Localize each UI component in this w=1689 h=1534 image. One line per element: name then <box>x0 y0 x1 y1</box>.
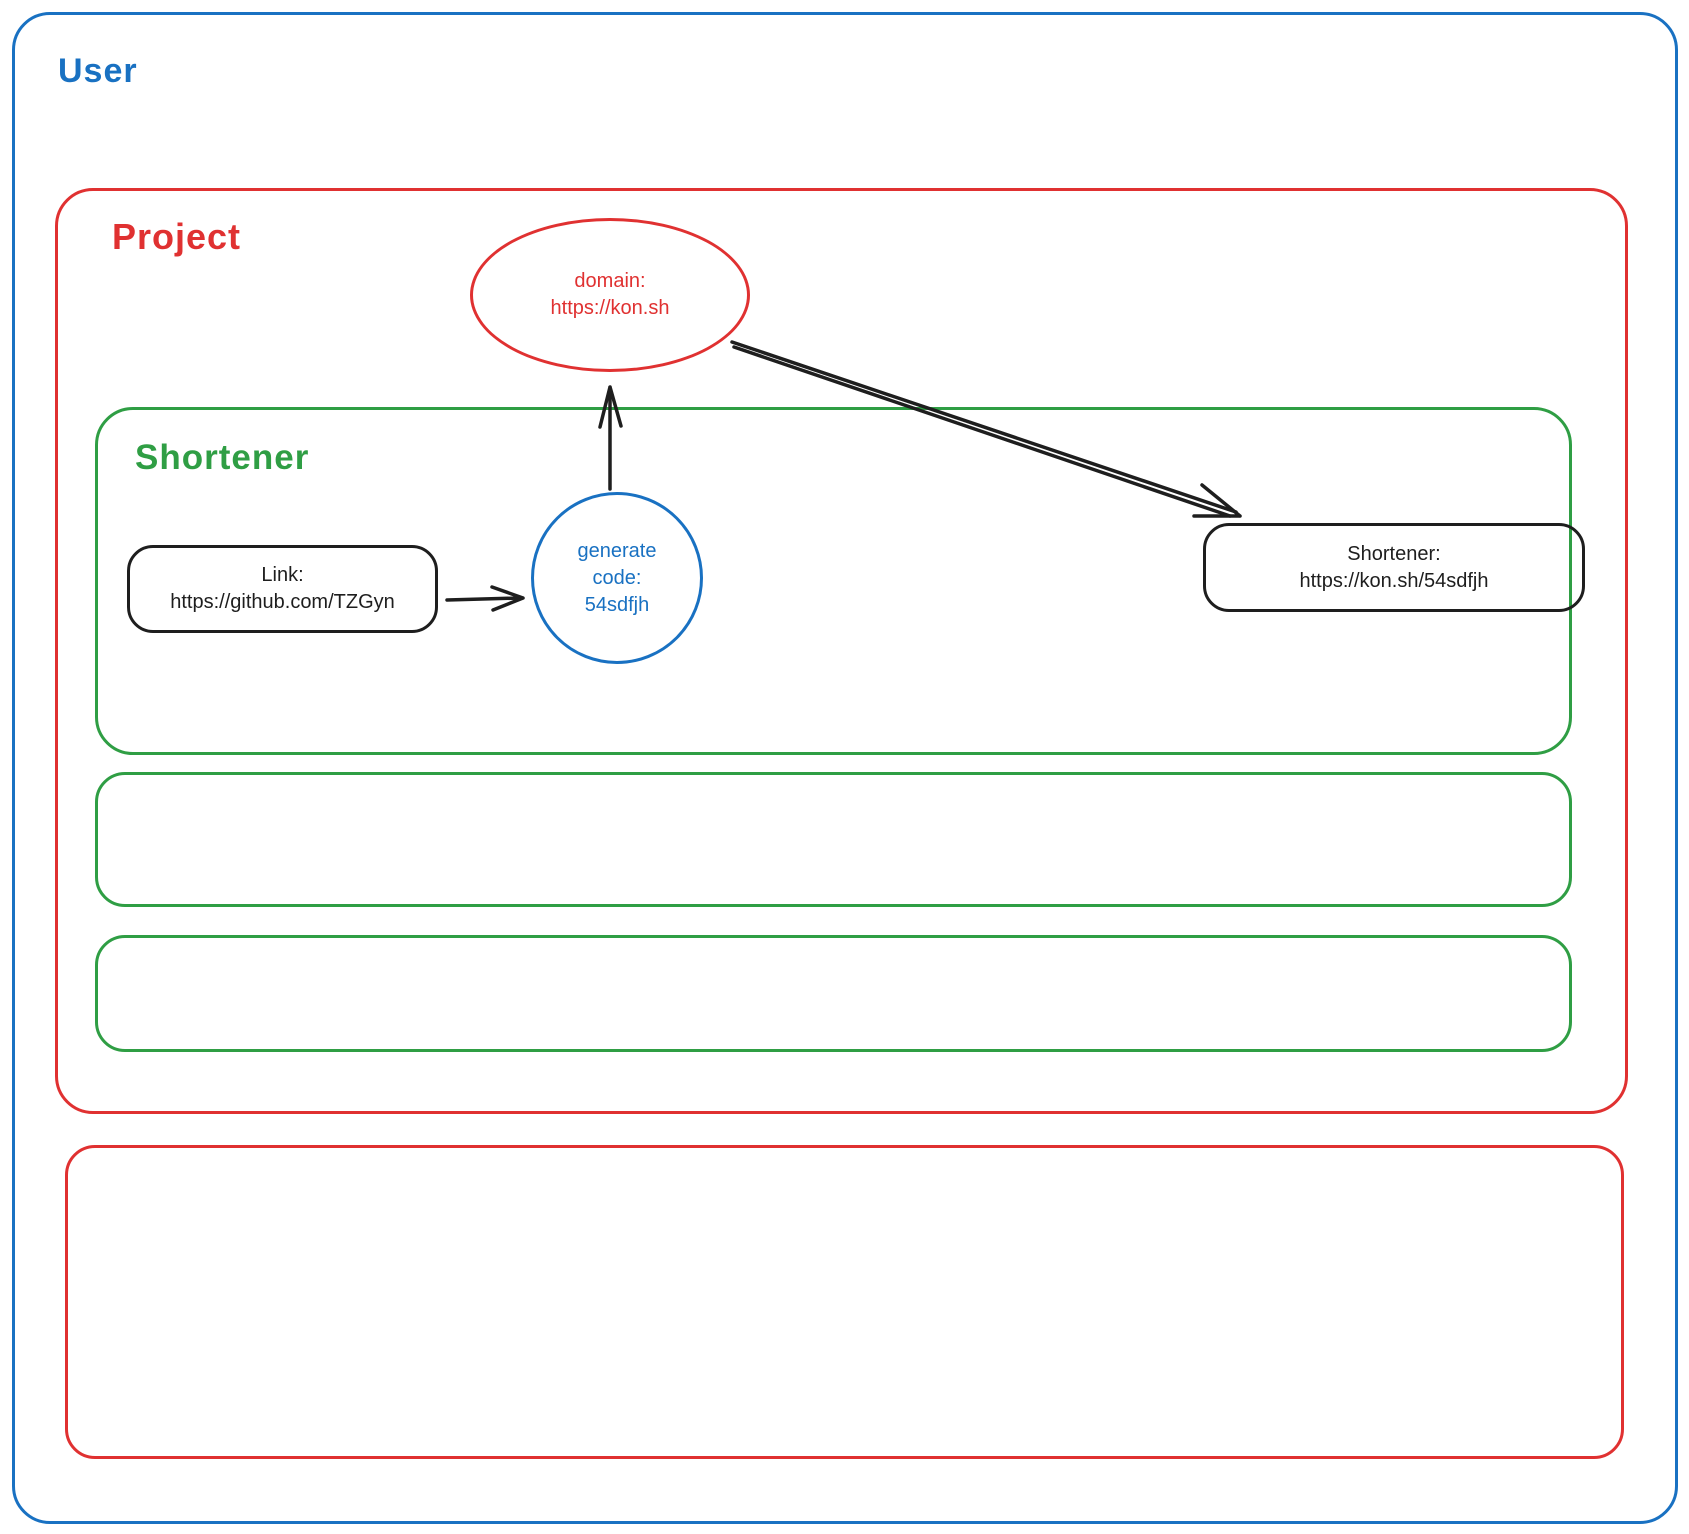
project-frame-label: Project <box>112 216 242 257</box>
shortener-result-line-1: Shortener: <box>1347 542 1441 565</box>
empty-green-row-2 <box>95 935 1572 1052</box>
shortener-result-line-2: https://kon.sh/54sdfjh <box>1299 569 1489 592</box>
link-line-2: https://github.com/TZGyn <box>170 591 395 613</box>
domain-line-1: domain: <box>574 270 646 292</box>
generate-code-line-3: 54sdfjh <box>584 593 650 616</box>
user-frame <box>12 12 1678 1524</box>
link-node: Link: https://github.com/TZGyn <box>127 545 438 633</box>
generate-code-node: generate code: 54sdfjh <box>531 492 703 664</box>
empty-red-frame <box>65 1145 1624 1459</box>
empty-green-row-1 <box>95 772 1572 907</box>
generate-code-line-1: generate <box>577 539 657 562</box>
domain-ellipse-node: domain: https://kon.sh <box>470 218 750 372</box>
link-line-1: Link: <box>261 564 304 586</box>
shortener-result-node: Shortener: https://kon.sh/54sdfjh <box>1203 523 1585 612</box>
user-frame-label: User <box>58 52 138 90</box>
project-frame <box>55 188 1628 1114</box>
shortener-group-label: Shortener <box>135 438 310 477</box>
domain-line-2: https://kon.sh <box>550 297 670 319</box>
generate-code-line-2: code: <box>592 566 642 589</box>
